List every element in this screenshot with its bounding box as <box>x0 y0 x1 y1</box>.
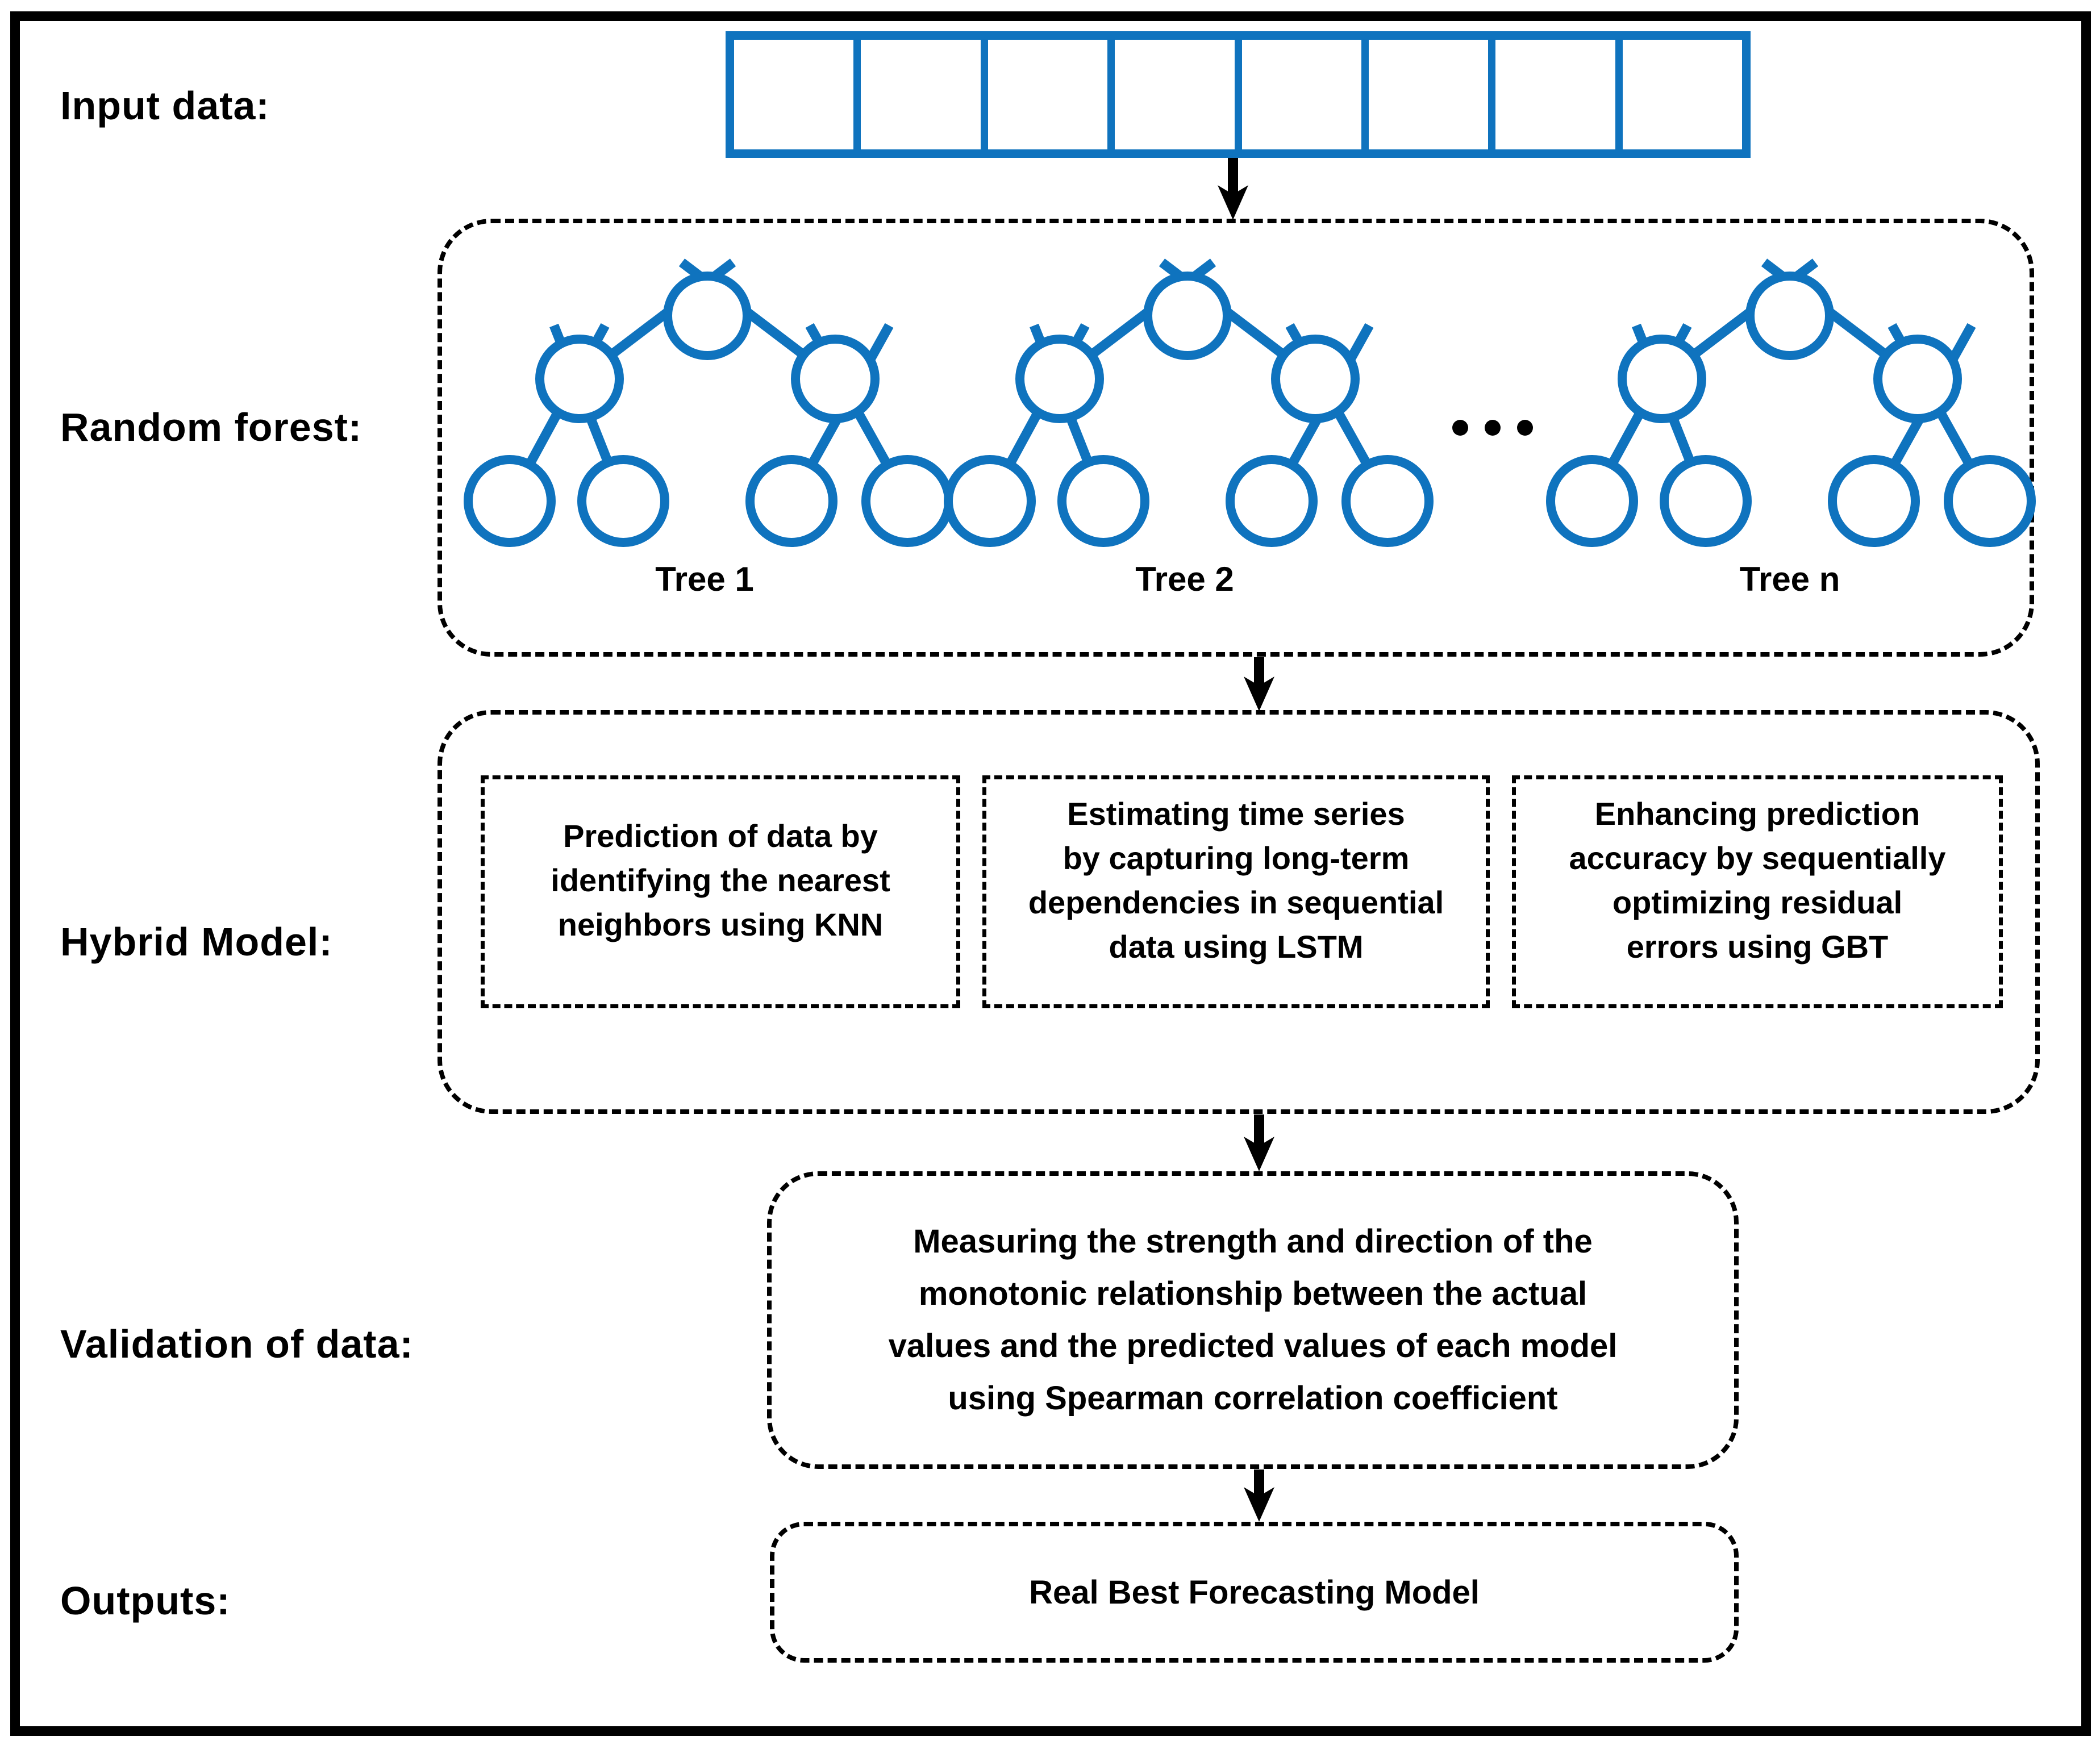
stage-label-forest: Random forest: <box>60 405 363 449</box>
stage-label-validation: Validation of data: <box>60 1322 414 1366</box>
tree-1-label: Tree 1 <box>655 560 754 598</box>
output-text: Real Best Forecasting Model <box>1029 1573 1480 1611</box>
input-cell <box>861 40 988 149</box>
hybrid-model-container <box>438 710 2040 1114</box>
outputs-container: Real Best Forecasting Model <box>770 1522 1739 1663</box>
input-data-grid <box>726 31 1751 158</box>
stage-label-input: Input data: <box>60 84 270 128</box>
tree-2-label: Tree 2 <box>1135 560 1234 598</box>
input-cell <box>1115 40 1242 149</box>
stage-label-hybrid: Hybrid Model: <box>60 920 333 964</box>
input-cell <box>1369 40 1496 149</box>
page-border <box>10 11 2091 1736</box>
input-cell <box>1495 40 1623 149</box>
tree-n-label: Tree n <box>1739 560 1840 598</box>
validation-text: Measuring the strength and direction of … <box>888 1223 1618 1417</box>
input-cell <box>988 40 1115 149</box>
input-cell <box>1242 40 1369 149</box>
validation-container: Measuring the strength and direction of … <box>767 1171 1739 1469</box>
input-cell <box>734 40 861 149</box>
stage-label-outputs: Outputs: <box>60 1579 231 1623</box>
input-cell <box>1623 40 1742 149</box>
